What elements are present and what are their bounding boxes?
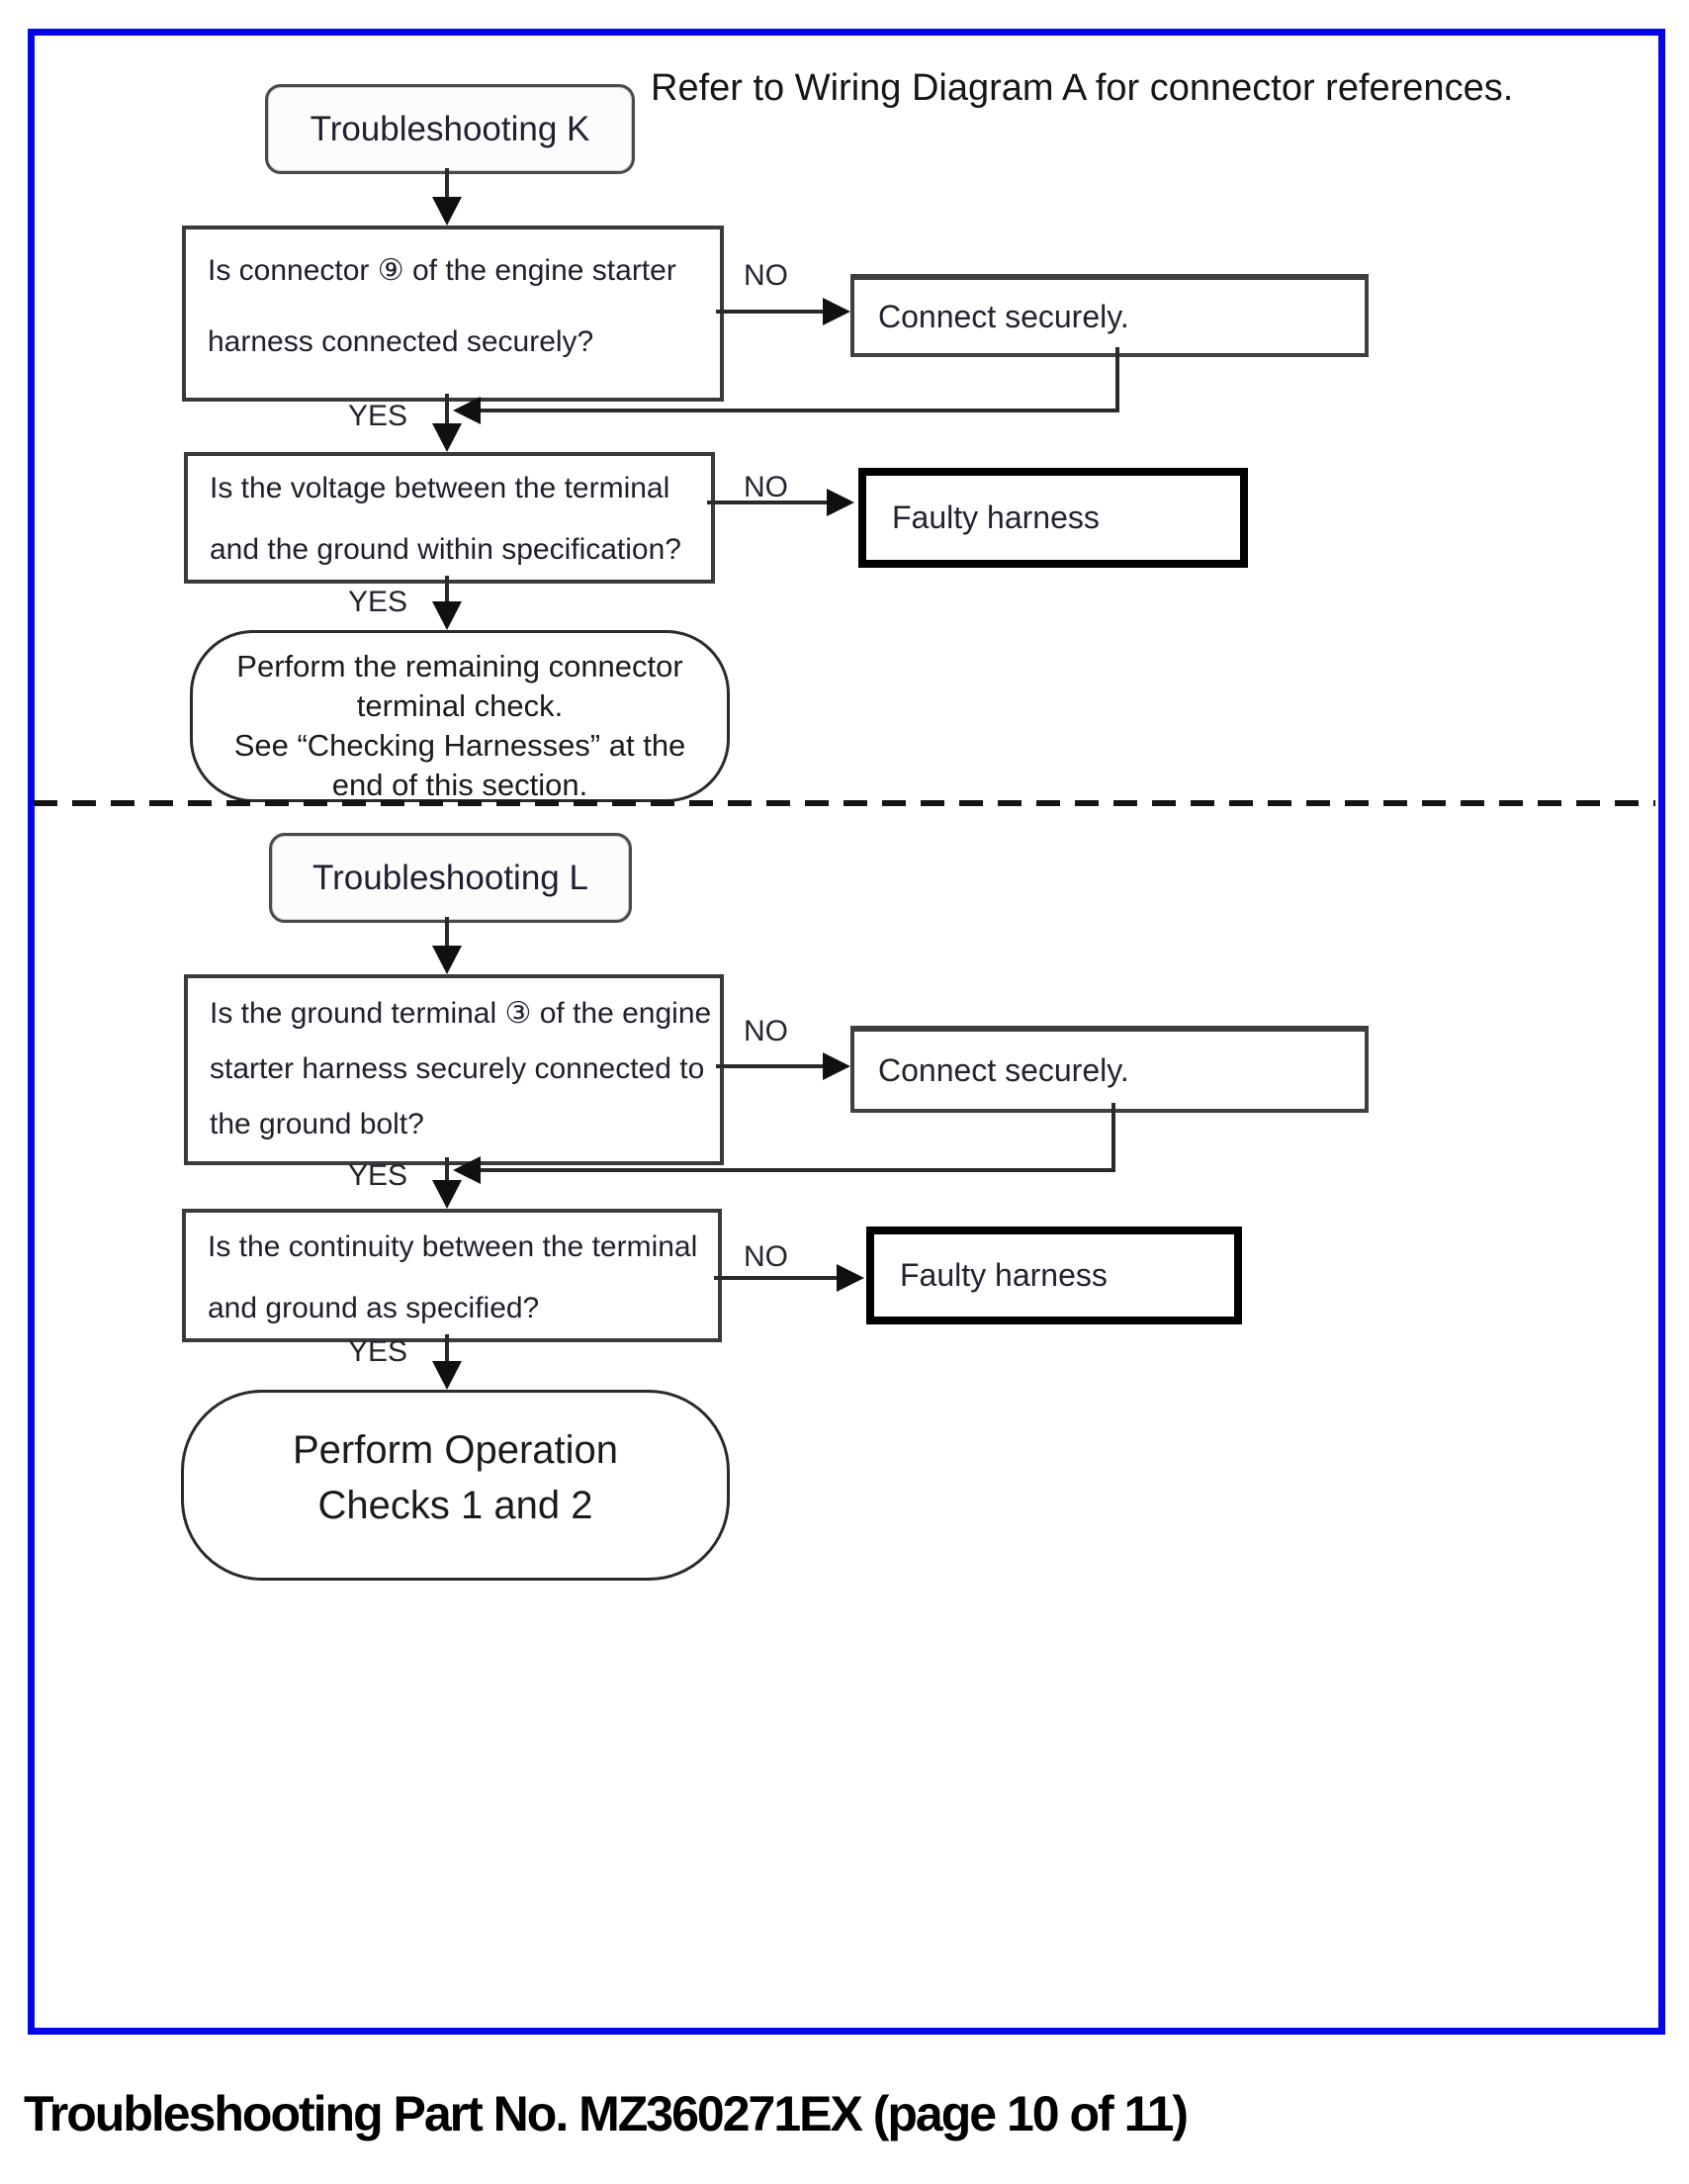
terminator-line: Perform Operation [292, 1428, 619, 1472]
flow-line [1115, 347, 1119, 412]
troubleshooting-k-start: Troubleshooting K [265, 84, 635, 174]
flow-line [445, 576, 449, 605]
yes-label: YES [348, 586, 408, 618]
question-line: the ground bolt? [210, 1108, 424, 1140]
terminator-line: See “Checking Harnesses” at the [233, 728, 686, 763]
no-label: NO [744, 471, 788, 503]
l-terminator: Perform Operation Checks 1 and 2 [181, 1390, 730, 1581]
section-divider [34, 800, 1655, 806]
l-question-ground-terminal: Is the ground terminal ③ of the engine s… [184, 974, 724, 1165]
troubleshooting-l-start: Troubleshooting L [269, 833, 632, 923]
yes-label: YES [348, 1159, 408, 1192]
flow-line [445, 917, 449, 949]
question-line: Is the voltage between the terminal [210, 472, 670, 504]
question-line: Is the ground terminal ③ of the engine [210, 997, 712, 1030]
arrowhead-right-icon [823, 298, 850, 325]
question-line: Is the continuity between the terminal [208, 1230, 698, 1263]
k-question-connector: Is connector ⑨ of the engine starter har… [182, 226, 724, 402]
question-line: and the ground within specification? [210, 533, 681, 566]
flow-line [445, 1157, 449, 1183]
yes-label: YES [348, 400, 408, 432]
arrowhead-left-icon [453, 397, 481, 424]
yes-label: YES [348, 1335, 408, 1368]
question-line: Is connector ⑨ of the engine starter [208, 254, 676, 287]
k-faulty-harness-box: Faulty harness [858, 468, 1248, 568]
action-line: Connect securely. [878, 298, 1129, 334]
arrowhead-right-icon [827, 489, 854, 516]
terminator-line: end of this section. [331, 768, 588, 802]
arrowhead-left-icon [453, 1156, 481, 1184]
alert-line: Faulty harness [900, 1257, 1108, 1293]
l-faulty-harness-box: Faulty harness [866, 1227, 1242, 1324]
flow-line [1111, 1103, 1115, 1172]
flow-line [481, 409, 1119, 412]
l-question-continuity: Is the continuity between the terminal a… [182, 1209, 722, 1342]
flow-line [445, 1334, 449, 1364]
k-terminator: Perform the remaining connector terminal… [190, 630, 730, 802]
flow-line [716, 1064, 825, 1068]
arrowhead-down-icon [432, 423, 462, 452]
arrowhead-right-icon [823, 1052, 850, 1080]
flow-line [445, 168, 449, 200]
flow-line [714, 1276, 839, 1280]
flow-line [445, 394, 449, 427]
k-connect-securely-box: Connect securely. [850, 274, 1369, 357]
question-line: starter harness securely connected to [210, 1052, 705, 1085]
page-caption: Troubleshooting Part No. MZ360271EX (pag… [24, 2086, 1189, 2141]
no-label: NO [744, 259, 788, 292]
alert-line: Faulty harness [892, 500, 1100, 535]
flow-line [707, 500, 829, 504]
k-question-voltage: Is the voltage between the terminal and … [184, 452, 715, 584]
no-label: NO [744, 1240, 788, 1273]
terminator-line: Checks 1 and 2 [317, 1484, 593, 1527]
no-label: NO [744, 1015, 788, 1047]
page-border-frame [28, 29, 1665, 2035]
flow-line [481, 1168, 1115, 1172]
l-connect-securely-box: Connect securely. [850, 1026, 1369, 1113]
terminator-line: Perform the remaining connector [236, 649, 683, 683]
terminator-line: terminal check. [356, 688, 564, 723]
wiring-diagram-note: Refer to Wiring Diagram A for connector … [651, 67, 1514, 109]
arrowhead-down-icon [432, 601, 462, 630]
flow-line [716, 310, 825, 314]
arrowhead-down-icon [432, 1180, 462, 1209]
question-line: harness connected securely? [208, 325, 594, 358]
question-line: and ground as specified? [208, 1292, 540, 1324]
action-line: Connect securely. [878, 1051, 1129, 1088]
arrowhead-down-icon [432, 1361, 462, 1390]
arrowhead-down-icon [432, 946, 462, 974]
arrowhead-down-icon [432, 197, 462, 226]
arrowhead-right-icon [837, 1264, 864, 1292]
